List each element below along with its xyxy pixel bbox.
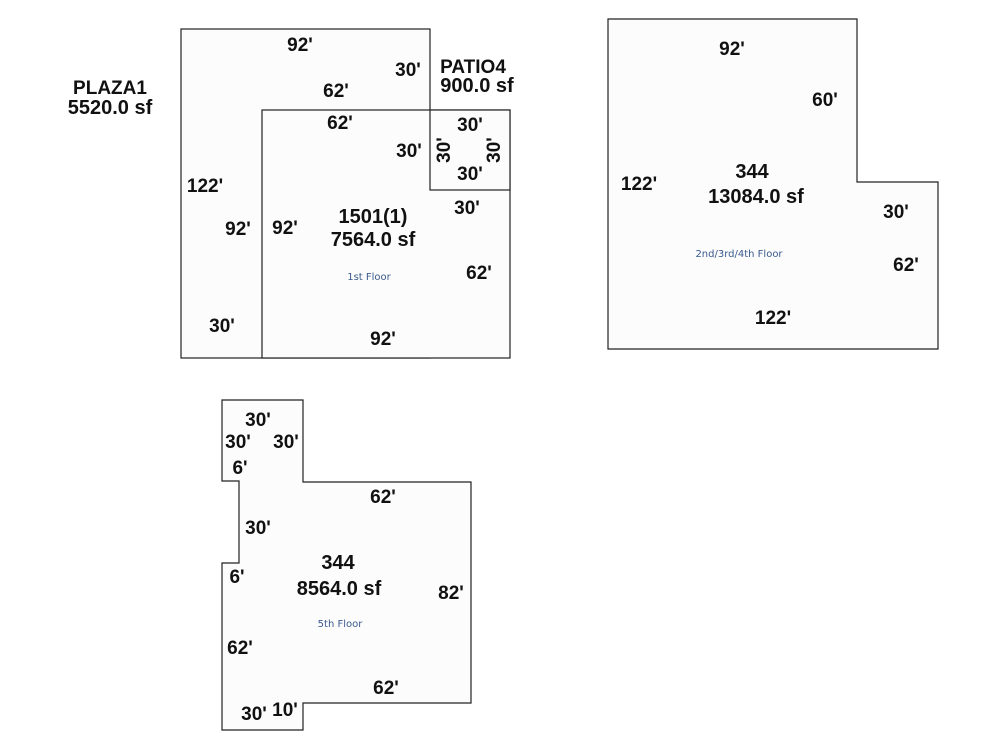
unit-344-fifth-dim-right: 82' [438,583,464,604]
plaza-dim-top: 92' [287,35,313,56]
unit-344-upper-dim-bottom: 122' [755,308,791,329]
plaza-area: 5520.0 sf [68,97,153,119]
unit-344-fifth-dim-bottom: 62' [373,678,399,699]
unit-344-upper-dim-notch-vertical: 60' [812,90,838,111]
unit-344-fifth-dim-step-upper: 6' [232,458,247,479]
patio-dim-right: 30' [484,137,505,163]
unit-344-fifth-dim-left: 62' [227,638,253,659]
unit-344-fifth-room [221,399,472,731]
plaza-name: PLAZA1 [73,78,147,99]
unit-1501-dim-top: 62' [327,113,353,134]
patio-dim-top: 30' [457,115,483,136]
unit-344-upper-dim-notch-horizontal: 30' [883,202,909,223]
unit-344-fifth-dim-foot-left: 30' [241,704,267,725]
unit-344-upper-dim-left: 122' [621,174,657,195]
unit-1501-name: 1501(1) [339,206,408,228]
unit-1501-dim-right-mid: 30' [454,198,480,219]
unit-1501-dim-left: 92' [272,218,298,239]
unit-344-fifth-dim-step-lower: 6' [229,567,244,588]
plaza-dim-bottom: 30' [209,316,235,337]
unit-344-upper-dim-top: 92' [719,39,745,60]
unit-344-upper-dim-right: 62' [893,255,919,276]
unit-344-upper-name: 344 [735,161,769,183]
plaza-dim-inner-left: 92' [225,219,251,240]
unit-1501-dim-right: 62' [466,263,492,284]
plaza-dim-inner-top: 62' [323,81,349,102]
unit-1501-floor-label: 1st Floor [347,272,391,283]
unit-344-fifth-dim-tab-left: 30' [225,432,251,453]
unit-344-fifth-dim-top: 62' [370,487,396,508]
patio-dim-left: 30' [434,137,455,163]
unit-1501-dim-right-upper: 30' [396,141,422,162]
unit-344-fifth-name: 344 [321,552,355,574]
unit-344-upper-room [607,18,939,350]
patio-name: PATIO4 [440,57,506,78]
patio-room [429,109,511,191]
unit-344-fifth-dim-foot-right: 10' [272,700,298,721]
patio-dim-bottom: 30' [457,164,483,185]
unit-344-upper-area: 13084.0 sf [708,186,804,208]
unit-344-fifth-dim-tab-top: 30' [245,410,271,431]
unit-344-upper-floor-label: 2nd/3rd/4th Floor [695,249,783,260]
unit-1501-dim-bottom: 92' [370,329,396,350]
unit-1501-area: 7564.0 sf [331,229,416,251]
patio-area: 900.0 sf [440,75,514,97]
unit-344-fifth-area: 8564.0 sf [297,578,382,600]
plaza-dim-right: 30' [395,60,421,81]
plaza-dim-left: 122' [187,176,223,197]
unit-344-fifth-dim-indent: 30' [245,518,271,539]
unit-344-fifth-dim-tab-right: 30' [273,432,299,453]
unit-344-fifth-floor-label: 5th Floor [318,619,364,630]
